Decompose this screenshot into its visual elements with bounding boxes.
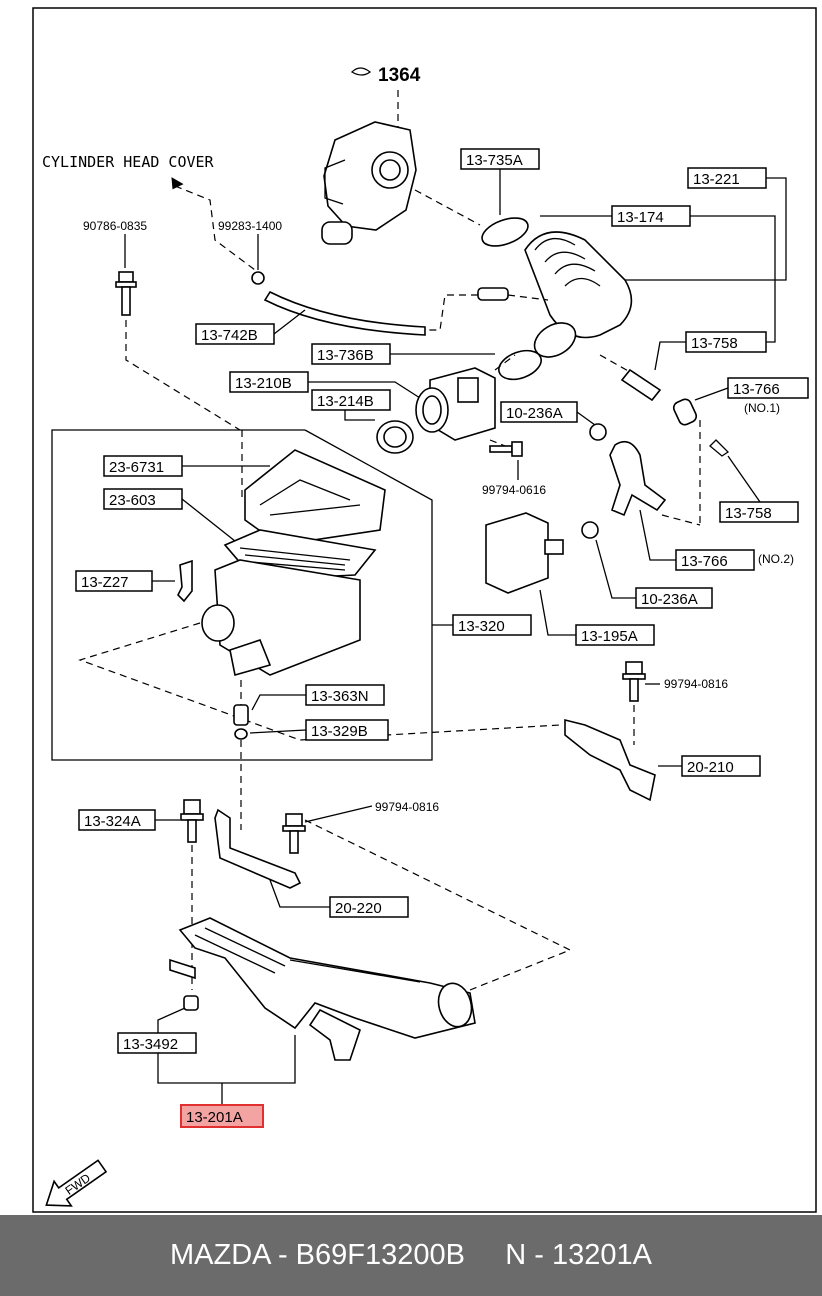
label-10-236A-lower: 10-236A xyxy=(595,539,713,609)
svg-text:23-6731: 23-6731 xyxy=(109,459,164,476)
svg-text:13-758: 13-758 xyxy=(725,505,772,522)
label-99794-0816-right: 99794-0816 xyxy=(664,677,728,691)
label-10-236A-top: 10-236A xyxy=(500,401,596,426)
hose-13-742B xyxy=(263,290,426,336)
bolt-99794-0816-left xyxy=(282,813,306,854)
svg-text:13-3492: 13-3492 xyxy=(123,1036,178,1053)
label-13-758-top: 13-758 xyxy=(654,331,767,371)
label-13-Z27: 13-Z27 xyxy=(75,570,175,592)
label-13-210B: 13-210B xyxy=(229,371,421,399)
hose-clamp xyxy=(481,217,529,247)
svg-text:13-320: 13-320 xyxy=(458,618,505,635)
footer-text: MAZDA - B69F13200B N - 13201A xyxy=(170,1239,652,1271)
collar-13-329B xyxy=(234,728,248,740)
svg-text:13-363N: 13-363N xyxy=(311,688,369,705)
svg-text:13-195A: 13-195A xyxy=(581,628,638,645)
label-13-174: 13-174 xyxy=(540,205,776,343)
svg-text:20-210: 20-210 xyxy=(687,759,734,776)
svg-text:13-766: 13-766 xyxy=(733,381,780,398)
label-13-320: 13-320 xyxy=(432,614,532,636)
bolt-99794-0616 xyxy=(489,439,523,457)
label-99794-0616: 99794-0616 xyxy=(482,483,546,497)
svg-text:13-221: 13-221 xyxy=(693,171,740,188)
cylinder-head-cover-label: CYLINDER HEAD COVER xyxy=(42,153,215,171)
diagram-frame xyxy=(32,7,817,1213)
svg-text:1364: 1364 xyxy=(378,65,421,86)
small-fitting xyxy=(425,287,549,331)
airflow-meter xyxy=(415,367,496,441)
svg-text:13-174: 13-174 xyxy=(617,209,664,226)
label-13-758-lower: 13-758 xyxy=(719,455,799,523)
svg-text:13-758: 13-758 xyxy=(691,335,738,352)
clip-10-236A-top xyxy=(589,423,607,441)
label-90786-0835: 90786-0835 xyxy=(83,219,147,233)
label-99283-1400: 99283-1400 xyxy=(218,219,282,233)
svg-text:13-742B: 13-742B xyxy=(201,327,258,344)
label-23-603: 23-603 xyxy=(103,488,241,546)
label-13-201A: 13-201A xyxy=(180,1104,264,1128)
resonator xyxy=(485,512,549,594)
fwd-arrow-icon: FWD xyxy=(45,1159,108,1207)
svg-text:(NO.1): (NO.1) xyxy=(744,401,780,415)
hose-13-766-no2 xyxy=(609,440,667,517)
bolt-13-324A xyxy=(180,799,204,990)
label-13-736B: 13-736B xyxy=(311,343,495,365)
svg-text:13-324A: 13-324A xyxy=(84,813,141,830)
grommet-13-363N xyxy=(233,704,249,726)
label-13-742B: 13-742B xyxy=(195,309,306,345)
air-cleaner-group-frame xyxy=(51,429,433,761)
svg-text:20-220: 20-220 xyxy=(335,900,382,917)
fitting-13-758 xyxy=(709,439,730,457)
label-23-6731: 23-6731 xyxy=(103,455,270,477)
hose-13-758-top xyxy=(620,368,662,402)
label-13-329B: 13-329B xyxy=(249,719,389,741)
svg-text:13-201A: 13-201A xyxy=(186,1109,243,1126)
svg-text:13-329B: 13-329B xyxy=(311,723,368,740)
hose-13-766-no1 xyxy=(672,398,698,426)
parts-diagram: 1364 CYLINDER HEAD COVER 13-735A 13-221 … xyxy=(32,7,817,1213)
bolt-99794-0816-right xyxy=(622,661,646,745)
header-ref: 1364 xyxy=(350,65,421,130)
hose-clip xyxy=(251,271,265,285)
label-13-766-no2: 13-766 (NO.2) xyxy=(639,509,794,571)
label-20-210: 20-210 xyxy=(658,755,761,777)
label-13-195A: 13-195A xyxy=(539,589,655,646)
clip-10-236A-lower xyxy=(581,521,599,539)
svg-text:13-736B: 13-736B xyxy=(317,347,374,364)
svg-text:10-236A: 10-236A xyxy=(506,405,563,422)
grommet-13-3492 xyxy=(183,995,199,1011)
bolt-90786-0835 xyxy=(115,271,137,316)
svg-text:13-214B: 13-214B xyxy=(317,393,374,410)
bracket-20-210 xyxy=(564,718,656,802)
clip-13-Z27 xyxy=(177,559,193,603)
svg-text:13-735A: 13-735A xyxy=(466,152,523,169)
svg-text:10-236A: 10-236A xyxy=(641,591,698,608)
intake-hose xyxy=(524,231,633,358)
svg-text:13-Z27: 13-Z27 xyxy=(81,574,129,591)
air-cleaner-cover xyxy=(244,449,386,546)
label-13-324A: 13-324A xyxy=(78,809,180,831)
label-13-363N: 13-363N xyxy=(251,684,385,711)
cylinder-head-cover-arrow xyxy=(171,177,256,271)
label-20-220: 20-220 xyxy=(269,879,409,918)
label-99794-0816-left: 99794-0816 xyxy=(375,800,439,814)
bracket-20-220 xyxy=(214,808,302,889)
svg-text:13-210B: 13-210B xyxy=(235,375,292,392)
label-13-221: 13-221 xyxy=(620,167,787,281)
label-13-766-no1: 13-766 (NO.1) xyxy=(694,377,809,415)
intake-duct xyxy=(169,917,476,1061)
label-13-735A: 13-735A xyxy=(460,148,540,215)
svg-text:13-766: 13-766 xyxy=(681,553,728,570)
svg-text:23-603: 23-603 xyxy=(109,492,156,509)
throttle-body xyxy=(321,121,417,245)
hose-clamp-13-736B xyxy=(498,349,542,381)
footer-bar: MAZDA - B69F13200B N - 13201A xyxy=(0,1215,822,1296)
label-13-3492: 13-3492 xyxy=(117,1007,296,1105)
svg-text:(NO.2): (NO.2) xyxy=(758,552,794,566)
label-13-214B: 13-214B xyxy=(311,389,391,421)
